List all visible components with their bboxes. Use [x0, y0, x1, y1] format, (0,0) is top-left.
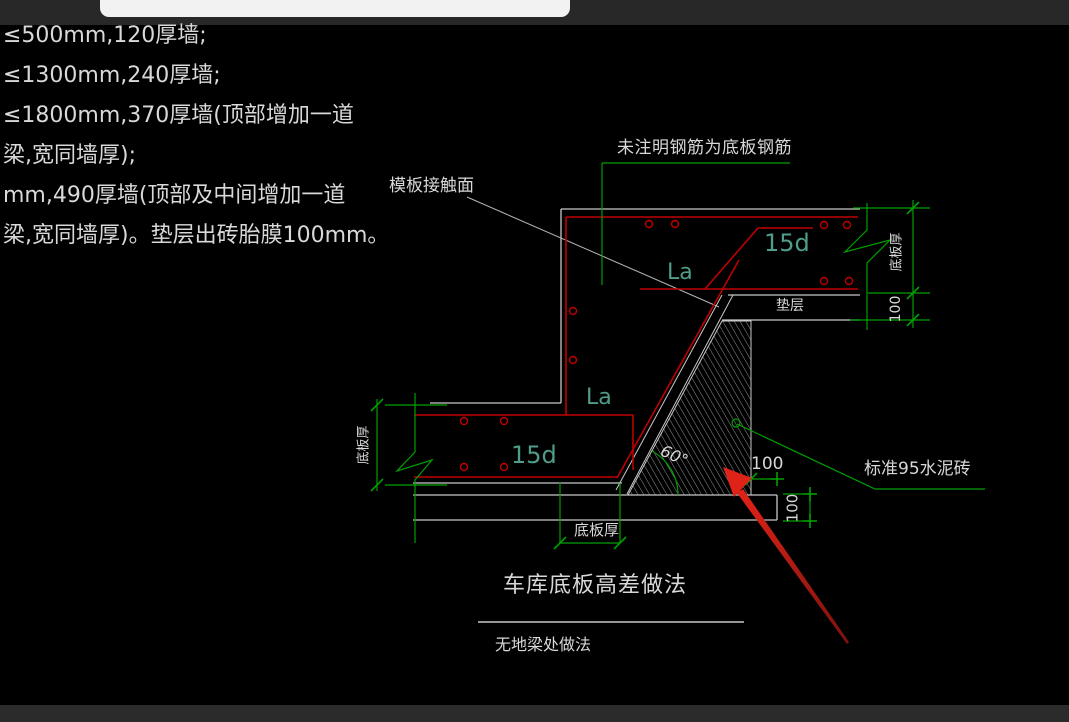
red-annotation-arrow — [723, 467, 849, 644]
label-slab-thickness-right: 底板厚 — [889, 232, 905, 272]
drawing-title: 车库底板高差做法 — [503, 573, 688, 598]
label-formwork-surface: 模板接触面 — [389, 176, 474, 196]
dimension-lines — [370, 162, 985, 550]
note-line: ≤1300mm,240厚墙; — [3, 63, 221, 88]
concrete-outline — [413, 208, 860, 521]
search-bar[interactable] — [100, 0, 570, 17]
label-dim-100-bedding: 100 — [783, 493, 802, 523]
label-cushion: 垫层 — [776, 298, 804, 314]
formwork-leader-line — [466, 196, 720, 308]
note-line: ≤1800mm,370厚墙(顶部增加一道 — [3, 103, 354, 128]
drawing-subtitle: 无地梁处做法 — [495, 635, 592, 654]
label-slab-thickness-left: 底板厚 — [356, 425, 372, 465]
note-line: 梁,宽同墙厚)。垫层出砖胎膜100mm。 — [3, 223, 390, 248]
note-line: ≤500mm,120厚墙; — [3, 23, 207, 48]
top-toolbar — [0, 0, 1069, 25]
label-dim-100-right: 100 — [888, 295, 904, 323]
rebar-lines — [414, 216, 858, 479]
note-line: 梁,宽同墙厚); — [3, 143, 136, 168]
label-brick-note: 标准95水泥砖 — [864, 459, 971, 479]
label-15d-left: 15d — [511, 441, 557, 469]
rebar-section-dots — [459, 219, 854, 472]
label-slab-thickness-bottom: 底板厚 — [574, 521, 620, 539]
label-dim-100-horizontal: 100 — [751, 454, 784, 474]
label-la-left: La — [586, 385, 612, 410]
bottom-toolbar — [0, 705, 1069, 722]
spec-note-block: ≤500mm,120厚墙; ≤1300mm,240厚墙; ≤1800mm,370… — [3, 16, 389, 256]
label-la-top: La — [667, 260, 693, 285]
label-15d-top: 15d — [764, 229, 810, 257]
label-rebar-note: 未注明钢筋为底板钢筋 — [617, 138, 792, 158]
note-line: mm,490厚墙(顶部及中间增加一道 — [3, 183, 346, 208]
